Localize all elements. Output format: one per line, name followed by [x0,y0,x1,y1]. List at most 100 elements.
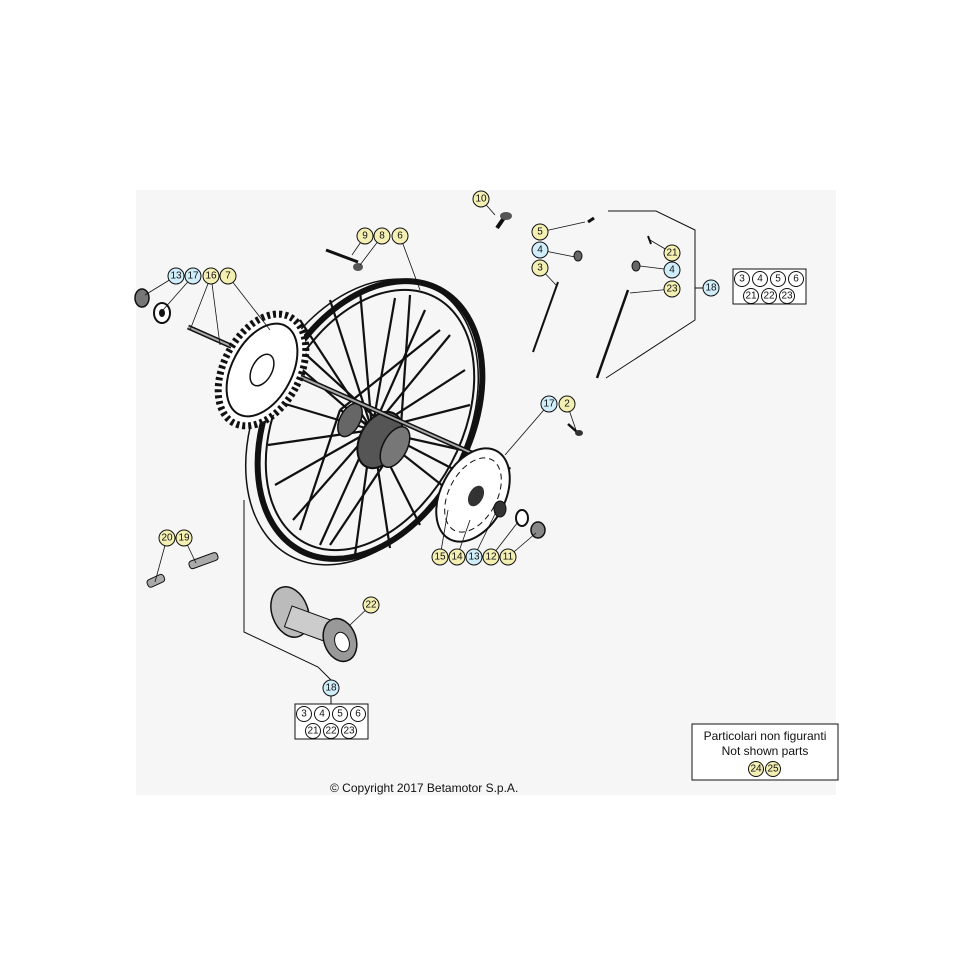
callout-circle [356,227,374,245]
kit-upper-callout-label: 18 [705,283,717,294]
kit-part-label: 21 [307,726,319,737]
not-shown-part-circle [765,761,781,777]
kit-part-label: 6 [355,709,361,720]
not-shown-part-label: 24 [750,764,762,775]
callout-6: 6 [391,227,409,245]
callout-4: 4 [663,261,681,279]
callout-label: 14 [451,552,463,563]
callout-label: 11 [503,552,514,563]
kit-part-circle [761,288,777,304]
callout-circle [448,548,466,566]
wheel-hub [337,402,411,470]
callout-label: 8 [379,231,385,242]
callout-3: 3 [531,259,549,277]
callout-label: 12 [485,552,497,563]
callout-circle [472,190,490,208]
kit-part-circle [350,706,366,722]
kit-part-label: 6 [793,274,799,285]
callout-circle [362,596,380,614]
callout-label: 22 [365,600,377,611]
callout-17: 17 [540,395,558,413]
kit-part-circle [779,288,795,304]
kit-part-label: 22 [325,726,337,737]
kit-part-circle [734,271,750,287]
disc-bolt [567,423,583,436]
callout-23: 23 [663,280,681,298]
callout-circle [373,227,391,245]
callout-21: 21 [663,244,681,262]
callout-10: 10 [472,190,490,208]
callout-16: 16 [202,267,220,285]
callout-circle [465,548,483,566]
kit-part-label: 23 [343,726,355,737]
callout-label: 2 [564,399,570,410]
callout-22: 22 [362,596,380,614]
callout-label: 9 [362,231,368,242]
callout-label: 3 [537,263,543,274]
kit-part-circle [752,271,768,287]
callout-circle [202,267,220,285]
not-shown-parts-box: Particolari non figuranti Not shown part… [691,723,839,781]
kit-part-label: 22 [763,291,775,302]
callout-label: 19 [178,533,190,544]
callout-circle [558,395,576,413]
kit-part-circle [323,723,339,739]
callout-label: 17 [543,399,555,410]
not-shown-line2: Not shown parts [722,744,809,758]
callout-13: 13 [465,548,483,566]
kit-part-circle [788,271,804,287]
callout-label: 4 [537,245,543,256]
callout-7: 7 [219,267,237,285]
callout-circle [540,395,558,413]
callout-circle [482,548,500,566]
sprocket [214,310,310,430]
kit-part-circle [341,723,357,739]
callout-circle [167,267,185,285]
callout-13: 13 [167,267,185,285]
callout-circle [499,548,517,566]
right-spacers [493,500,546,539]
callout-17: 17 [184,267,202,285]
kit-upper-callout [702,279,720,297]
kit-part-circle [743,288,759,304]
callout-11: 11 [499,548,517,566]
left-nut-bearing [134,288,171,324]
callout-circle [431,548,449,566]
callout-12: 12 [482,548,500,566]
kit-part-circle [314,706,330,722]
callout-2: 2 [558,395,576,413]
callout-circle [531,259,549,277]
callout-label: 7 [225,271,231,282]
copyright-text: © Copyright 2017 Betamotor S.p.A. [330,781,518,795]
kit-part-label: 5 [337,709,343,720]
kit-part-label: 3 [739,274,745,285]
callout-4: 4 [531,241,549,259]
callout-label: 6 [397,231,403,242]
callout-circle [663,261,681,279]
callout-label: 15 [434,552,446,563]
callout-label: 20 [161,533,173,544]
callout-label: 21 [666,248,678,259]
callout-circle [663,244,681,262]
callout-19: 19 [175,529,193,547]
callout-circle [158,529,176,547]
callout-label: 23 [666,284,678,295]
kit-lower-callout [322,679,340,697]
callout-label: 4 [669,265,675,276]
kit-part-label: 3 [301,709,307,720]
callout-label: 13 [170,271,182,282]
kit-part-label: 21 [745,291,757,302]
callout-circle [663,280,681,298]
callout-circle [219,267,237,285]
not-shown-part-circle [748,761,764,777]
callout-9: 9 [356,227,374,245]
callout-20: 20 [158,529,176,547]
callout-circle [531,223,549,241]
callout-label: 10 [475,194,487,205]
kit-lower-callout-label: 18 [325,683,337,694]
kit-part-label: 5 [775,274,781,285]
callout-label: 16 [205,271,217,282]
